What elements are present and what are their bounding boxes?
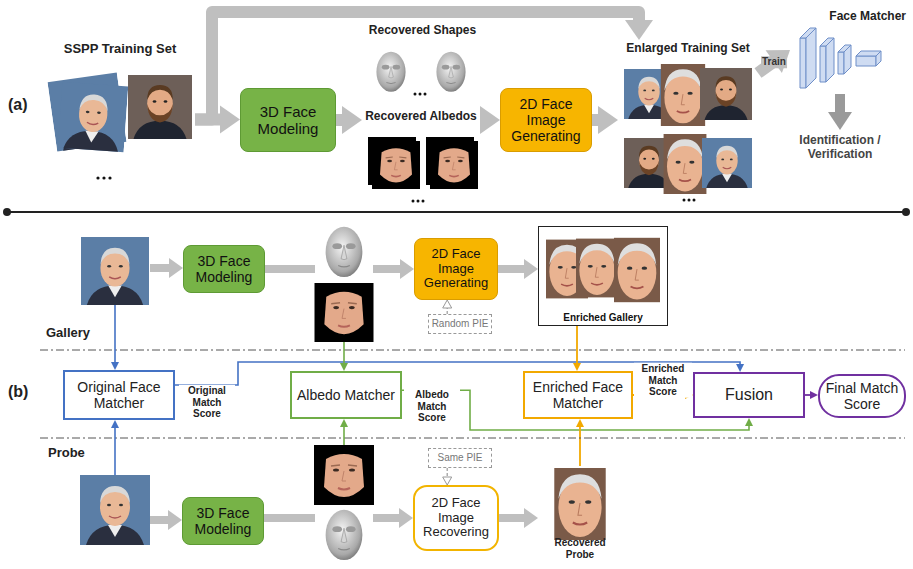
flow-arrow — [499, 508, 538, 528]
node-text: 3D Face Modeling — [245, 103, 331, 138]
parameter-box: Same PIE — [428, 448, 492, 468]
node-text: Face Matcher — [829, 10, 906, 24]
fusion-box: Fusion — [693, 372, 805, 418]
panel-label: (a) — [8, 96, 28, 114]
arrowhead — [443, 477, 452, 485]
enlarged-training-photos — [624, 64, 752, 202]
node-text: SSPP Training Set — [64, 42, 176, 57]
training-photos — [47, 72, 192, 179]
probe-images — [80, 445, 606, 563]
node-text: 3D Face Modeling — [187, 505, 259, 537]
connector-line — [592, 114, 599, 126]
dash-dot-separator — [40, 350, 905, 438]
process-box: 3D Face Modeling — [182, 497, 264, 545]
node-text: 2D Face Image Generating — [505, 96, 587, 144]
network-group: Face Matcher — [790, 8, 908, 92]
recovered-shapes — [368, 48, 474, 96]
node-text: 2D Face Image Recovering — [419, 496, 493, 541]
arrowhead — [598, 106, 618, 134]
node-text: 2D Face Image Generating — [419, 247, 493, 292]
connector-line — [579, 426, 581, 466]
arrowhead — [524, 508, 538, 528]
arrowhead — [400, 259, 414, 279]
image-frame: Enriched Gallery — [538, 226, 668, 326]
arrowhead — [736, 364, 744, 372]
panel-label: (b) — [8, 383, 28, 401]
arrowhead — [443, 300, 452, 308]
arrowhead — [810, 391, 818, 399]
connector-line — [499, 514, 525, 522]
process-box: 3D Face Modeling — [240, 88, 336, 152]
flow-arrow — [805, 391, 818, 399]
node-text: Final Match Score — [824, 380, 900, 412]
node-text: Fusion — [725, 386, 773, 404]
flow-arrow — [592, 106, 618, 134]
matcher-box: Original Face Matcher — [63, 370, 175, 420]
image-group: Recovered Albedos — [362, 108, 480, 206]
image-group: Enlarged Training Set — [618, 40, 758, 205]
flow-arrow — [480, 106, 500, 134]
connector-line — [336, 114, 343, 126]
arrowhead — [573, 363, 581, 371]
edge-label: Original Match Score — [179, 385, 235, 420]
network-icon — [800, 28, 881, 88]
matcher-box: Albedo Matcher — [290, 371, 402, 419]
image-group: Recovered Probe — [538, 466, 622, 562]
flow-arrow — [758, 50, 790, 73]
arrowhead — [625, 20, 653, 40]
flow-arrow — [573, 326, 581, 371]
row-label: Gallery — [46, 326, 90, 341]
node-text: Enlarged Training Set — [626, 42, 749, 56]
parameter-box: Random PIE — [428, 314, 492, 334]
node-text: Random PIE — [432, 318, 489, 330]
node-text: Recovered Albedos — [365, 110, 477, 124]
process-box: 2D Face Image Generating — [500, 88, 592, 152]
flow-arrow — [443, 300, 452, 314]
node-text: 3D Face Modeling — [188, 253, 260, 285]
arrowhead — [480, 106, 500, 134]
edge-label: Train — [761, 56, 787, 68]
connector-line — [498, 265, 525, 273]
arrowhead — [745, 418, 753, 426]
arrowhead — [524, 259, 538, 279]
process-box: 2D Face Image Recovering — [413, 485, 499, 551]
gallery-images — [81, 222, 660, 342]
row-label: Probe — [48, 446, 85, 461]
arrowhead — [399, 508, 413, 528]
node-text: Same PIE — [437, 452, 482, 464]
node-text: Original Face Matcher — [69, 379, 169, 411]
process-box: 2D Face Image Generating — [414, 238, 498, 300]
matcher-box: Enriched Face Matcher — [523, 371, 633, 419]
node-text: Recovered Probe — [540, 537, 620, 560]
node-text: Enriched Gallery — [563, 312, 642, 324]
edge-label: Albedo Match Score — [404, 389, 460, 424]
process-box: 3D Face Modeling — [183, 245, 265, 293]
output-arrow — [828, 94, 852, 130]
flow-arrow — [336, 106, 362, 134]
flow-arrow — [576, 419, 584, 466]
flow-arrow — [498, 259, 538, 279]
image-group: Recovered Shapes — [360, 22, 485, 104]
connector-line — [576, 326, 578, 364]
node-text: Recovered Shapes — [369, 24, 476, 38]
node-text: Enriched Face Matcher — [529, 379, 627, 411]
node-text: Albedo Matcher — [297, 387, 395, 403]
section-divider — [3, 208, 910, 216]
arrowhead — [220, 106, 240, 134]
output-label: Identification / Verification — [785, 134, 895, 162]
arrowhead — [576, 419, 584, 427]
edge-label: Enriched Match Score — [634, 363, 692, 398]
score-terminal: Final Match Score — [818, 374, 906, 418]
recovered-albedos — [368, 137, 478, 203]
arrowhead — [342, 106, 362, 134]
image-group: SSPP Training Set — [45, 40, 195, 190]
flow-arrow — [443, 468, 452, 485]
